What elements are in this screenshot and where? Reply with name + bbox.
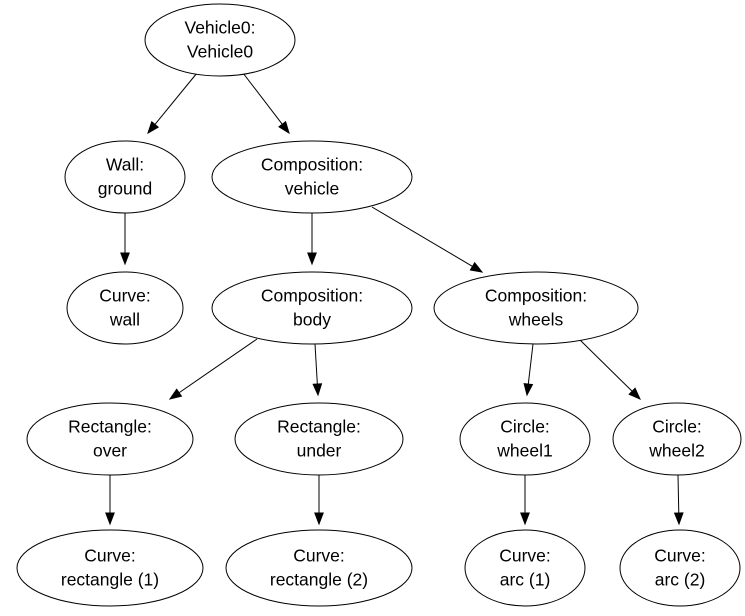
graph-node-wheels[interactable]: Composition: wheels [433,271,639,345]
arrowhead-icon [105,512,115,526]
arrowhead-icon [314,512,324,526]
arrowhead-icon [168,388,183,400]
node-label-type: Circle: [500,417,550,437]
graph-node-over[interactable]: Rectangle: over [26,402,194,476]
node-label-name: wall [109,310,140,330]
node-label-type: Rectangle: [277,417,361,437]
node-label-name: rectangle (1) [61,570,159,590]
graph-node-arc1[interactable]: Curve: arc (1) [464,529,586,607]
arrowhead-icon [673,512,684,526]
arrowhead-icon [120,252,130,266]
node-ellipse[interactable] [211,271,413,345]
arrowhead-icon [307,252,317,266]
node-label-name: arc (2) [655,570,706,590]
graph-node-vehicle[interactable]: Composition: vehicle [211,140,413,214]
graph-node-body[interactable]: Composition: body [211,271,413,345]
arrowhead-icon [147,120,160,135]
edge-line [577,337,633,392]
node-label-type: Composition: [261,286,363,306]
node-ellipse[interactable] [619,529,741,607]
graph-node-arc2[interactable]: Curve: arc (2) [619,529,741,607]
node-label-type: Composition: [261,155,363,175]
edge-wheel1-to-arc1 [520,475,530,526]
node-ellipse[interactable] [225,529,413,607]
node-ellipse[interactable] [66,271,184,345]
node-label-name: wheel1 [496,441,552,461]
edge-vehicle-to-wheels [371,206,484,273]
edge-body-to-under [312,343,323,397]
edge-vehicle0-to-vehicle [242,72,290,135]
nodes-layer: Vehicle0:Vehicle0Wall:groundComposition:… [16,3,742,607]
graph-node-wheel1[interactable]: Circle: wheel1 [459,402,591,476]
arrowhead-icon [628,387,641,400]
node-ellipse[interactable] [211,140,413,214]
arrowhead-icon [469,261,484,273]
node-label-type: Curve: [499,546,551,566]
graph-node-curvewall[interactable]: Curve: wall [66,271,184,345]
edge-vehicle0-to-wall [147,72,198,135]
node-ellipse[interactable] [612,402,742,476]
node-label-name: Vehicle0 [187,42,253,62]
node-ellipse[interactable] [144,3,296,77]
edge-under-to-rect2 [314,475,324,526]
node-ellipse[interactable] [464,529,586,607]
node-label-type: Rectangle: [68,417,152,437]
node-ellipse[interactable] [64,140,186,214]
graph-node-rect1[interactable]: Curve: rectangle (1) [16,529,204,607]
edge-line [527,343,534,385]
node-label-name: rectangle (2) [270,570,368,590]
node-label-type: Curve: [293,546,345,566]
node-label-name: under [297,441,342,461]
edge-wall-to-curvewall [120,213,130,266]
node-label-type: Wall: [106,155,144,175]
graph-node-wheel2[interactable]: Circle: wheel2 [612,402,742,476]
node-label-name: ground [98,179,153,199]
arrowhead-icon [520,512,530,526]
edge-vehicle-to-body [307,213,317,266]
edge-wheel2-to-arc2 [673,474,684,526]
node-label-name: over [93,441,127,461]
node-label-type: Curve: [84,546,136,566]
node-label-name: arc (1) [500,570,551,590]
edge-line [677,474,680,514]
graph-node-rect2[interactable]: Curve: rectangle (2) [225,529,413,607]
node-ellipse[interactable] [234,402,404,476]
node-label-name: body [293,310,331,330]
edge-line [242,72,283,125]
edges-layer [105,72,684,526]
arrowhead-icon [278,120,290,135]
edge-over-to-rect1 [105,475,115,526]
graph-node-under[interactable]: Rectangle: under [234,402,404,476]
node-ellipse[interactable] [26,402,194,476]
node-ellipse[interactable] [459,402,591,476]
arrowhead-icon [523,382,534,397]
node-label-type: Vehicle0: [184,18,255,38]
node-label-type: Curve: [99,286,151,306]
edge-line [314,343,318,385]
graph-node-wall[interactable]: Wall: ground [64,140,186,214]
edge-line [178,338,258,394]
node-ellipse[interactable] [433,271,639,345]
edge-line [154,72,198,125]
node-label-type: Composition: [485,286,587,306]
edge-line [371,206,473,267]
edge-body-to-over [168,338,258,400]
node-label-name: wheels [508,310,564,330]
edge-wheels-to-wheel1 [523,343,534,397]
node-label-name: wheel2 [648,441,704,461]
node-label-name: vehicle [285,179,339,199]
edge-wheels-to-wheel2 [577,337,641,400]
node-ellipse[interactable] [16,529,204,607]
node-label-type: Circle: [652,417,702,437]
graph-node-vehicle0[interactable]: Vehicle0: Vehicle0 [144,3,296,77]
node-label-type: Curve: [654,546,706,566]
arrowhead-icon [312,383,323,397]
